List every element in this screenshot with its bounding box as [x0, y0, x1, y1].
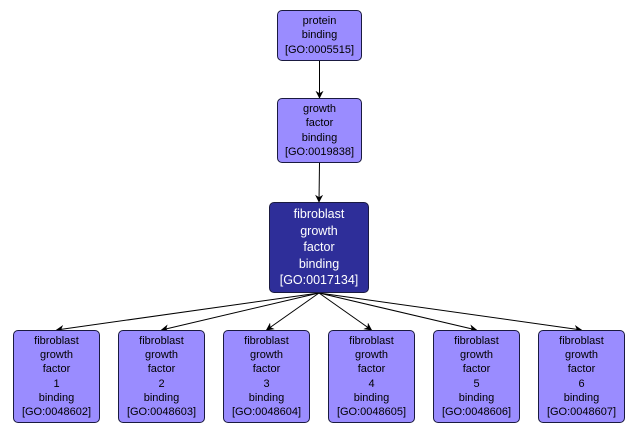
go-term-label: 3	[263, 377, 270, 390]
go-term-label: 1	[53, 377, 60, 390]
go-term-id: [GO:0048602]	[21, 405, 92, 418]
go-term-label: fibroblast	[34, 334, 79, 347]
go-term-id: [GO:0019838]	[284, 145, 355, 158]
edge-arrow	[265, 292, 320, 331]
edge-arrow	[318, 292, 373, 331]
go-term-label: growth	[564, 349, 599, 362]
go-term-label: growth	[39, 349, 74, 362]
edge-arrow	[315, 162, 324, 203]
go-term-id: [GO:0048603]	[126, 405, 197, 418]
go-term-label: factor	[42, 363, 71, 376]
go-term-id: [GO:0048605]	[336, 405, 407, 418]
go-term-label: 2	[158, 377, 165, 390]
go-term-label: growth	[144, 349, 179, 362]
go-term-label: growth	[300, 223, 338, 238]
go-term-label: fibroblast	[293, 207, 345, 222]
edge-arrow	[318, 292, 478, 333]
go-term-label: 6	[578, 377, 585, 390]
go-term-id: [GO:0017134]	[279, 273, 359, 288]
go-term-label: binding	[248, 391, 285, 404]
go-term-label: factor	[305, 117, 334, 130]
edge-arrow	[160, 292, 320, 333]
go-term-label: protein	[302, 15, 337, 28]
go-term-label: growth	[459, 349, 494, 362]
go-term-label: growth	[302, 103, 337, 116]
go-term-label: 5	[473, 377, 480, 390]
go-term-label: fibroblast	[349, 334, 394, 347]
go-term-label: factor	[303, 240, 335, 255]
go-term-label: growth	[249, 349, 284, 362]
go-term-id: [GO:0005515]	[284, 43, 355, 56]
go-term-label: binding	[353, 391, 390, 404]
go-term-label: factor	[462, 363, 491, 376]
go-term-label: fibroblast	[244, 334, 289, 347]
go-term-id: [GO:0048607]	[546, 405, 617, 418]
go-term-label: factor	[567, 363, 596, 376]
go-term-label: factor	[147, 363, 176, 376]
go-term-label: binding	[298, 256, 340, 271]
go-term-label: binding	[38, 391, 75, 404]
go-term-id: [GO:0048606]	[441, 405, 512, 418]
go-term-label: growth	[354, 349, 389, 362]
go-term-label: factor	[357, 363, 386, 376]
go-term-label: binding	[143, 391, 180, 404]
edge-arrow	[55, 292, 320, 333]
go-term-id: [GO:0048604]	[231, 405, 302, 418]
go-term-label: fibroblast	[559, 334, 604, 347]
go-term-label: factor	[252, 363, 281, 376]
go-term-label: binding	[563, 391, 600, 404]
go-term-label: fibroblast	[454, 334, 499, 347]
go-term-label: binding	[301, 29, 338, 42]
go-term-label: 4	[368, 377, 375, 390]
edge-arrow	[318, 292, 583, 333]
go-term-label: binding	[301, 131, 338, 144]
go-term-label: fibroblast	[139, 334, 184, 347]
go-term-label: binding	[458, 391, 495, 404]
